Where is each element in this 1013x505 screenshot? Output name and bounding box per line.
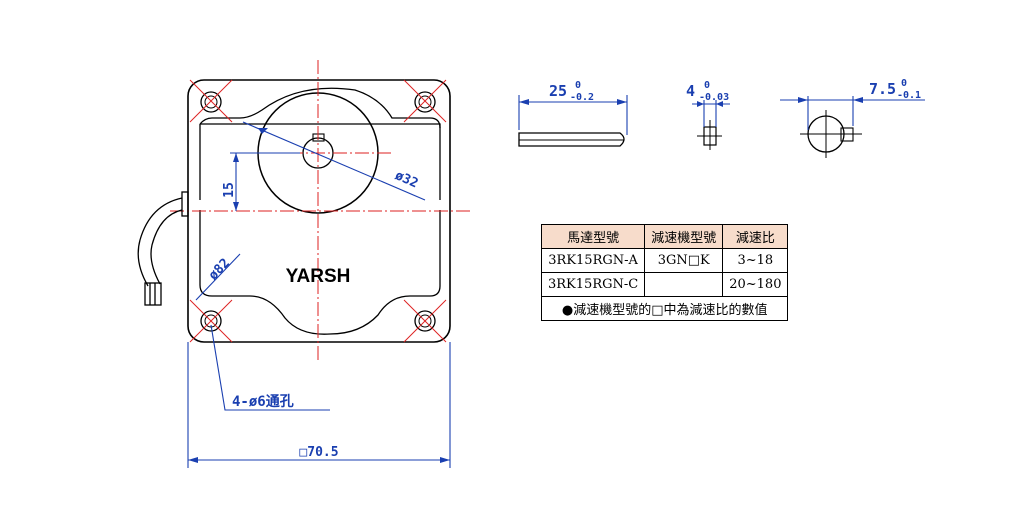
shaft-length-main: 25 bbox=[549, 82, 567, 100]
dim-holes-label: 4-ø6通孔 bbox=[232, 394, 294, 410]
header-gearbox-model: 減速機型號 bbox=[644, 224, 724, 249]
dim-15-label: 15 bbox=[222, 182, 237, 198]
dim-width-label: □70.5 bbox=[299, 445, 338, 460]
shaft-length-upper: 0 bbox=[575, 80, 581, 91]
key-height-view: 7.5 0 -0.1 bbox=[780, 78, 925, 158]
gearbox-top-curve bbox=[199, 87, 441, 129]
cell-ratio: 20~180 bbox=[722, 272, 789, 297]
mounting-holes bbox=[200, 91, 436, 332]
header-ratio: 減速比 bbox=[722, 224, 789, 249]
table-note: ●減速機型號的□中為減速比的數值 bbox=[540, 296, 789, 321]
table-header-row: 馬達型號 減速機型號 減速比 bbox=[540, 224, 789, 249]
key-width-view: 4 0 -0.03 bbox=[686, 80, 730, 150]
key-width-lower: -0.03 bbox=[699, 92, 729, 103]
cell-ratio: 3~18 bbox=[722, 248, 789, 273]
key-width-upper: 0 bbox=[704, 80, 710, 91]
table-row: 3RK15RGN-C 20~180 bbox=[540, 272, 789, 297]
main-view-dimensions bbox=[187, 121, 451, 468]
motor-front-view: YARSH bbox=[137, 60, 470, 362]
shaft-length-lower: -0.2 bbox=[570, 92, 594, 103]
key-height-upper: 0 bbox=[901, 78, 907, 89]
table-note-row: ●減速機型號的□中為減速比的數值 bbox=[540, 296, 789, 321]
cell-motor-model: 3RK15RGN-A bbox=[540, 248, 646, 273]
cell-gearbox-model bbox=[644, 272, 724, 297]
motor-cable bbox=[137, 191, 189, 306]
key-height-main: 7.5 bbox=[869, 80, 896, 98]
dim-phi82-label: ø82 bbox=[206, 256, 233, 283]
cell-gearbox-model: 3GN□K bbox=[644, 248, 724, 273]
key-height-lower: -0.1 bbox=[897, 90, 921, 101]
hole-centerline-crosses bbox=[189, 79, 447, 343]
gearbox-bottom-curve bbox=[199, 210, 441, 335]
cell-motor-model: 3RK15RGN-C bbox=[540, 272, 646, 297]
table-row: 3RK15RGN-A 3GN□K 3~18 bbox=[540, 248, 789, 273]
shaft-side-view: 25 0 -0.2 bbox=[518, 80, 628, 147]
model-spec-table: 馬達型號 減速機型號 減速比 3RK15RGN-A 3GN□K 3~18 3RK… bbox=[540, 224, 789, 321]
brand-label: YARSH bbox=[286, 266, 351, 287]
key-width-main: 4 bbox=[686, 82, 695, 100]
header-motor-model: 馬達型號 bbox=[540, 224, 646, 249]
